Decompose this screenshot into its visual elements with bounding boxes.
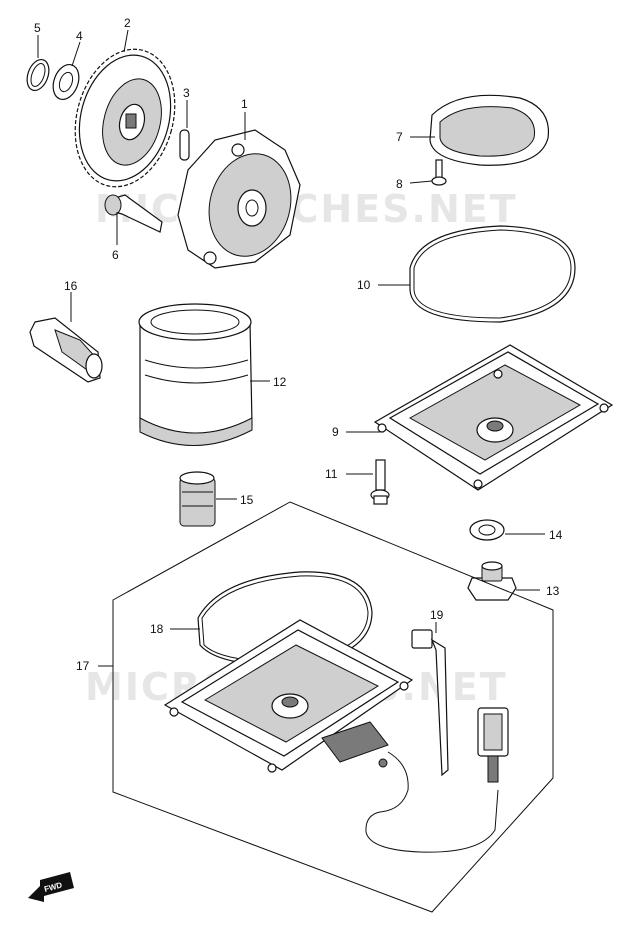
- part-oil-strainer[interactable]: [429, 94, 550, 166]
- part-wire-clamp[interactable]: [411, 629, 449, 777]
- callout-14: 14: [549, 528, 563, 542]
- part-drain-gasket[interactable]: [469, 519, 505, 541]
- part-oil-pan-bolt[interactable]: [370, 459, 390, 505]
- part-oil-pressure-switch[interactable]: [29, 317, 103, 383]
- callout-4: 4: [76, 29, 83, 43]
- callout-15: 15: [240, 493, 254, 507]
- part-dowel-pin[interactable]: [179, 129, 190, 161]
- watermark-top: MICROFICHES.NET: [95, 187, 518, 231]
- callout-18: 18: [150, 622, 164, 636]
- part-washer[interactable]: [49, 61, 84, 103]
- callout-13: 13: [546, 584, 560, 598]
- part-oring-pan[interactable]: [409, 225, 576, 323]
- part-oil-pan[interactable]: [373, 344, 614, 491]
- callout-3: 3: [183, 86, 190, 100]
- callouts: 1 2 3 4 5 6 7 8 9 10 11 12 13 14 15 16 1…: [34, 16, 563, 673]
- callout-10: 10: [357, 278, 371, 292]
- assembly-box-oil-pan-assy: [112, 501, 554, 913]
- callout-17: 17: [76, 659, 90, 673]
- part-oil-pan-assy-pan[interactable]: [163, 619, 414, 773]
- callout-16: 16: [64, 279, 78, 293]
- part-bolt-pump[interactable]: [104, 194, 163, 233]
- callout-6: 6: [112, 248, 119, 262]
- callout-5: 5: [34, 21, 41, 35]
- callout-9: 9: [332, 425, 339, 439]
- part-oil-level-sensor[interactable]: [321, 707, 509, 853]
- part-drain-plug[interactable]: [467, 561, 517, 601]
- part-oil-filter[interactable]: [138, 303, 253, 446]
- callout-12: 12: [273, 375, 287, 389]
- part-spacer[interactable]: [179, 471, 216, 527]
- callout-7: 7: [396, 130, 403, 144]
- callout-11: 11: [325, 467, 338, 481]
- callout-2: 2: [124, 16, 131, 30]
- part-strainer-screw[interactable]: [431, 159, 447, 186]
- callout-1: 1: [241, 97, 248, 111]
- part-circlip[interactable]: [23, 57, 53, 94]
- part-oil-pump-body[interactable]: [177, 129, 302, 269]
- callout-8: 8: [396, 177, 403, 191]
- callout-19: 19: [430, 608, 444, 622]
- fwd-arrow-icon: FWD: [28, 872, 74, 902]
- leader-lines: [37, 29, 545, 667]
- part-pump-gear[interactable]: [61, 38, 190, 198]
